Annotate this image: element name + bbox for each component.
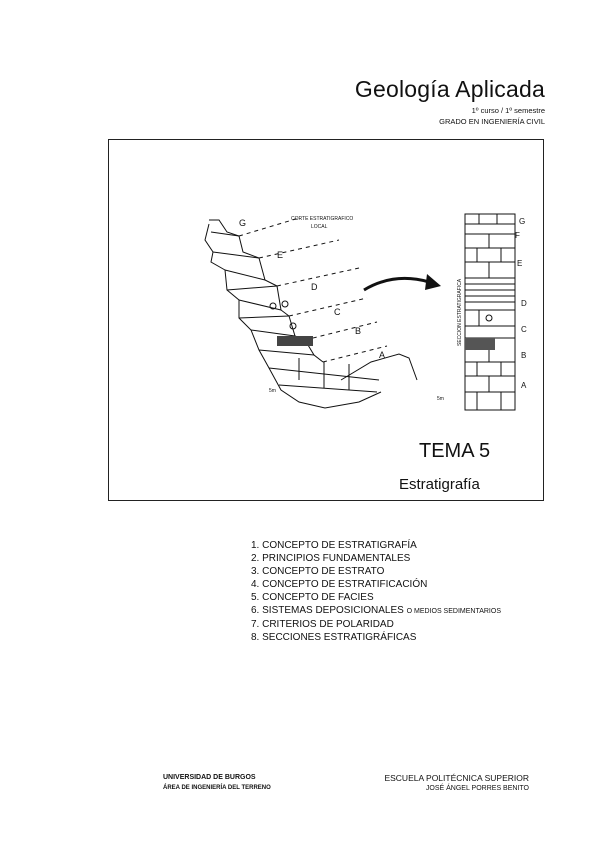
footer-author: JOSÉ ÁNGEL PORRES BENITO xyxy=(425,785,529,792)
layer-label-left-d: D xyxy=(311,282,318,292)
table-of-contents: 1. CONCEPTO DE ESTRATIGRAFÍA 2. PRINCIPI… xyxy=(251,539,501,644)
layer-label-left-c: C xyxy=(334,307,341,317)
toc-item: 5. CONCEPTO DE FACIES xyxy=(251,592,374,603)
course-info: 1º curso / 1º semestre xyxy=(471,106,545,115)
degree-info: GRADO EN INGENIERÍA CIVIL xyxy=(439,117,545,126)
toc-item: 6. SISTEMAS DEPOSICIONALES O MEDIOS SEDI… xyxy=(251,604,501,618)
toc-item: 1. CONCEPTO DE ESTRATIGRAFÍA xyxy=(251,540,417,551)
stratigraphic-column xyxy=(464,213,516,411)
layer-label-left-g: G xyxy=(239,218,246,228)
toc-item: 7. CRITERIOS DE POLARIDAD xyxy=(251,619,394,630)
layer-label-left-e: E xyxy=(277,250,283,260)
stratigraphy-illustration: CORTE ESTRATIGRAFICO LOCAL G E D C B A 5… xyxy=(204,213,527,411)
layer-label-left-b: B xyxy=(355,326,361,336)
footer-school: ESCUELA POLITÉCNICA SUPERIOR xyxy=(384,773,529,783)
layer-label-right-d: D xyxy=(521,299,527,308)
toc-item-6-label: 6. SISTEMAS DEPOSICIONALES xyxy=(251,605,404,616)
layer-label-right-c: C xyxy=(521,325,527,334)
arrow-icon xyxy=(363,274,441,292)
local-outcrop-drawing xyxy=(204,217,418,409)
tema-subject: Estratigrafía xyxy=(399,476,480,493)
cover-figure-frame: CORTE ESTRATIGRAFICO LOCAL G E D C B A 5… xyxy=(108,139,544,501)
document-title: Geología Aplicada xyxy=(354,76,545,102)
strat-section-label: SECCION ESTRATIGRAFICA xyxy=(457,278,463,346)
toc-item: 4. CONCEPTO DE ESTRATIFICACIÓN xyxy=(251,579,428,590)
footer-university: UNIVERSIDAD DE BURGOS xyxy=(163,774,256,781)
tema-number: TEMA 5 xyxy=(419,440,491,462)
toc-item-6-suffix: O MEDIOS SEDIMENTARIOS xyxy=(406,608,501,615)
right-scale-label: 5m xyxy=(437,396,444,402)
layer-label-right-a: A xyxy=(521,381,527,390)
local-section-label-2: LOCAL xyxy=(311,224,328,230)
dark-bed-b xyxy=(465,338,495,350)
local-section-label: CORTE ESTRATIGRAFICO xyxy=(291,216,353,222)
toc-item: 3. CONCEPTO DE ESTRATO xyxy=(251,566,385,577)
toc-item: 8. SECCIONES ESTRATIGRÁFICAS xyxy=(251,632,417,643)
left-scale-label: 5m xyxy=(269,388,276,394)
footer-area: ÁREA DE INGENIERÍA DEL TERRENO xyxy=(163,785,271,791)
layer-label-left-a: A xyxy=(379,350,385,360)
layer-label-right-e: E xyxy=(517,259,522,268)
layer-label-right-g: G xyxy=(519,217,525,226)
layer-label-right-b: B xyxy=(521,351,526,360)
layer-label-right-f: F xyxy=(515,231,520,240)
toc-item: 2. PRINCIPIOS FUNDAMENTALES xyxy=(251,553,411,564)
